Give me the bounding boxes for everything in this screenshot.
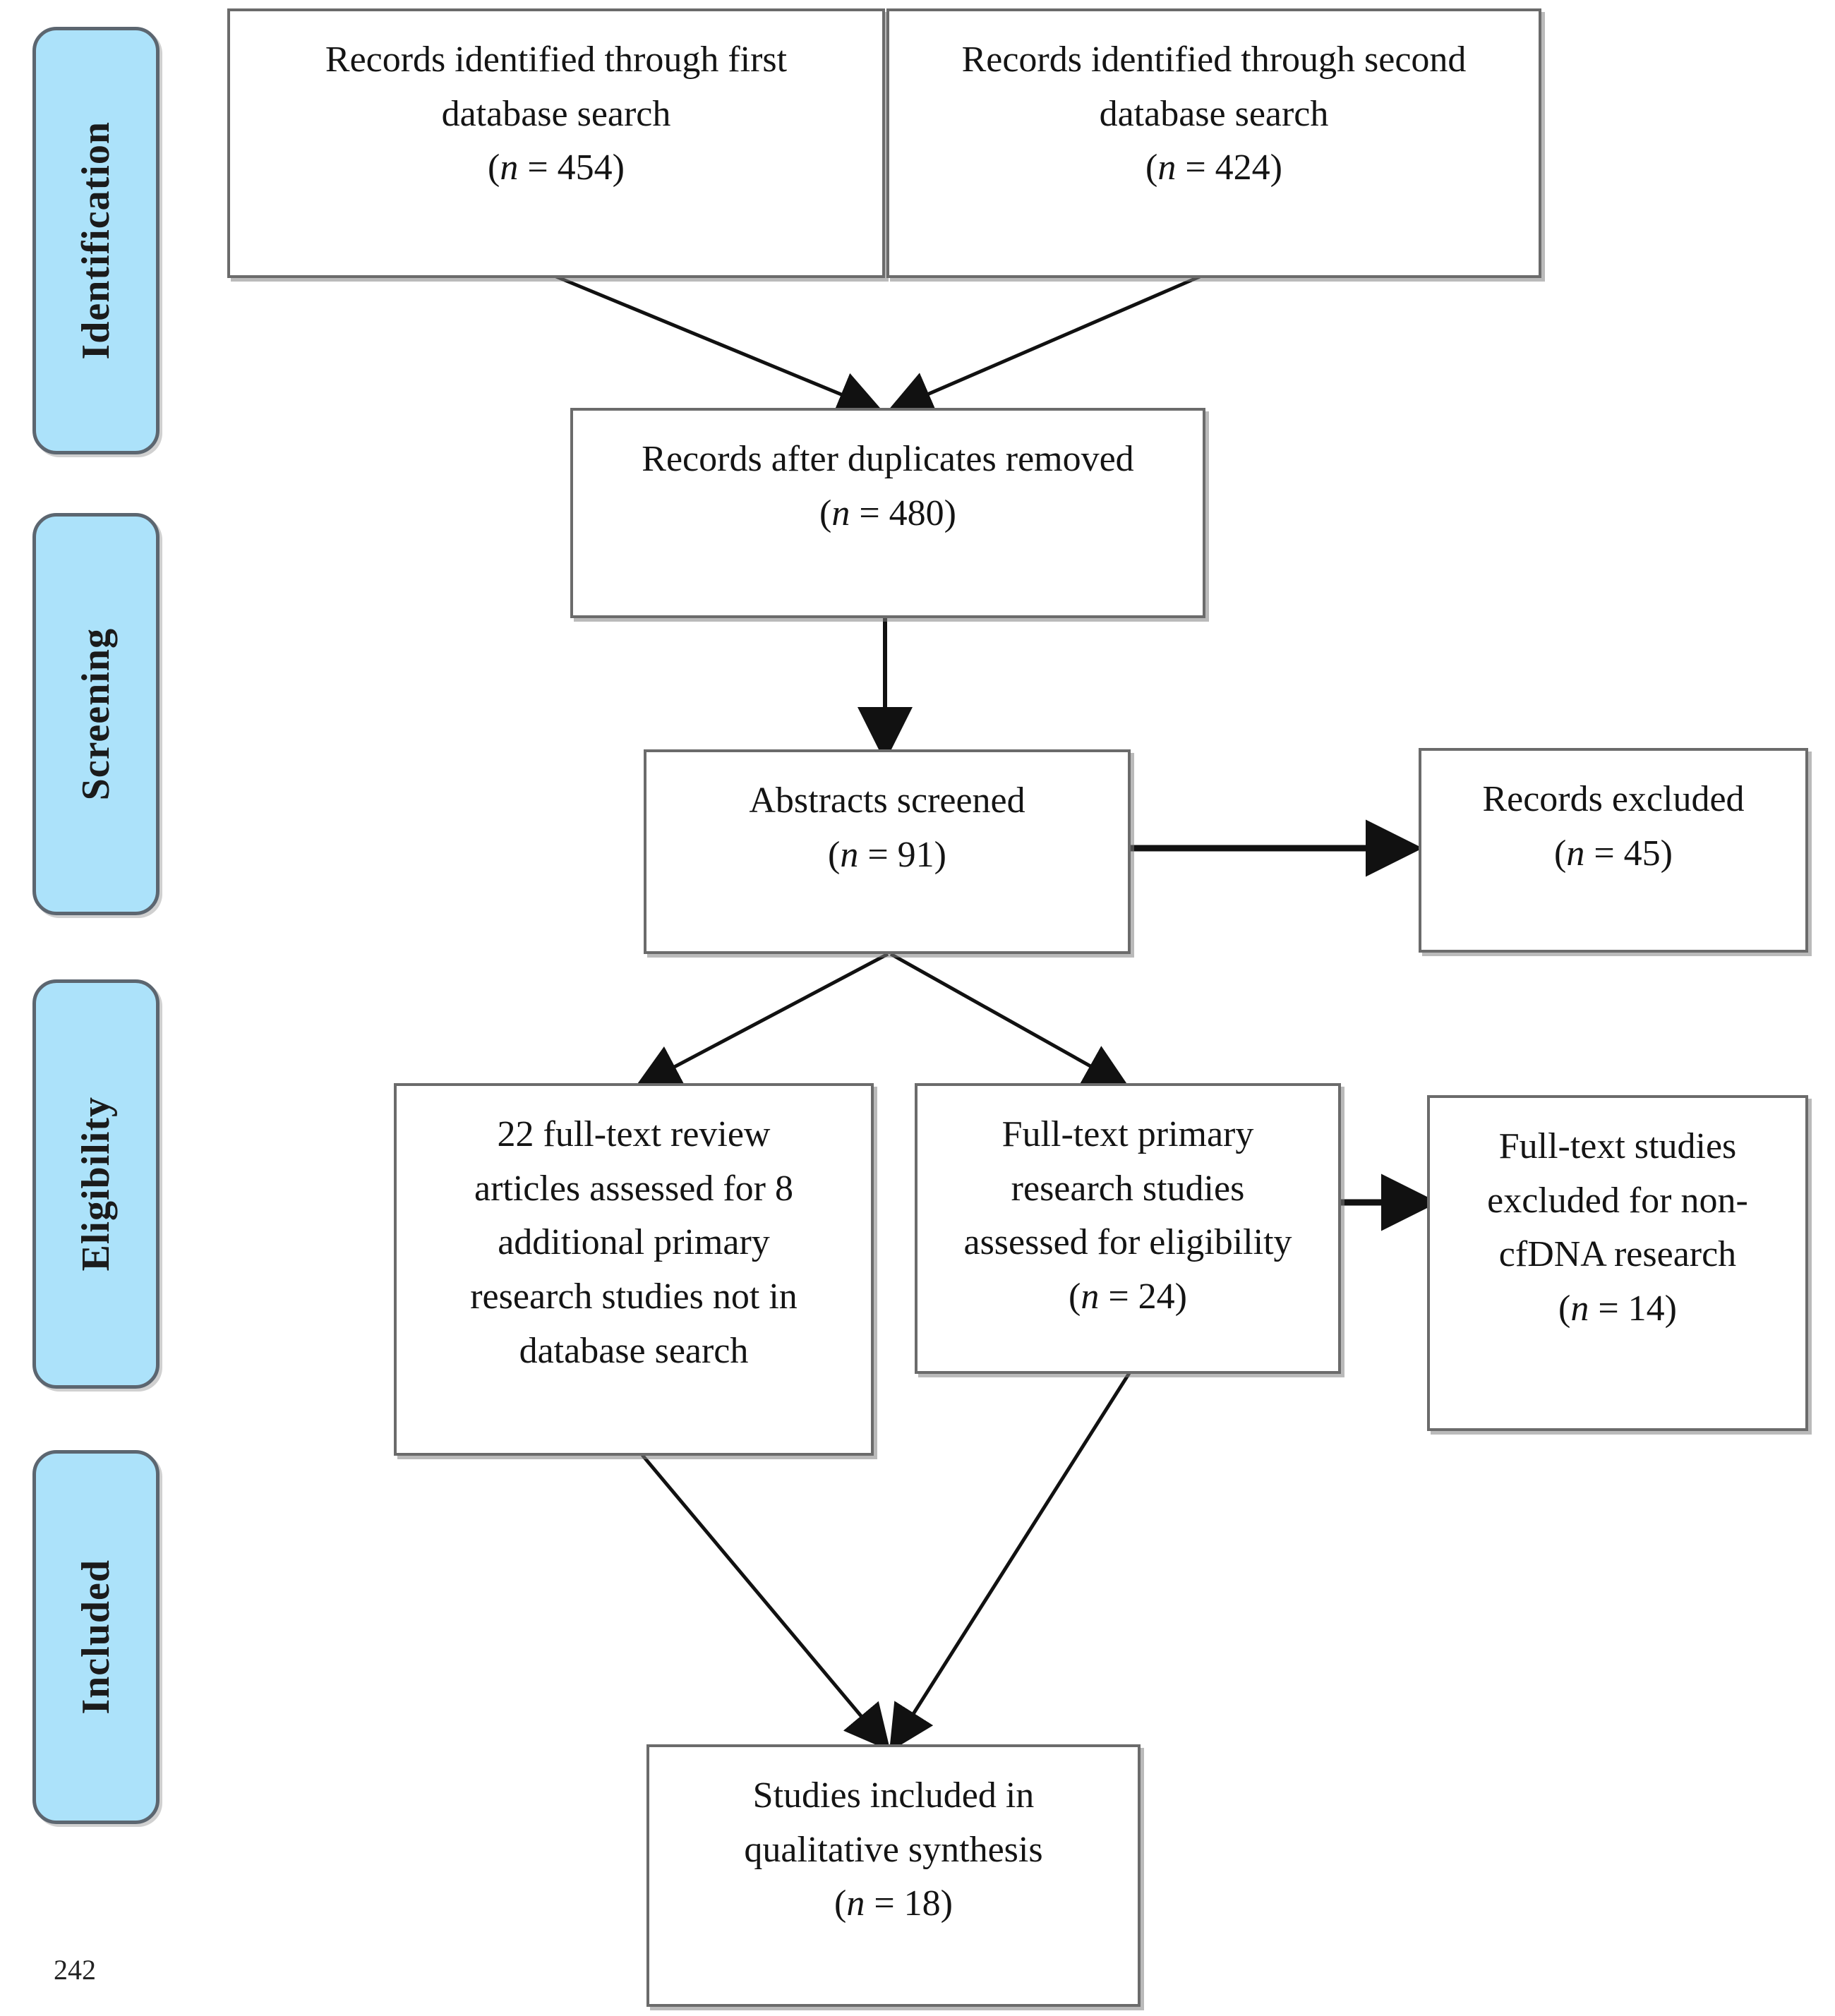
stage-label-screening: Screening: [74, 627, 118, 801]
connector-abstracts-to-review-articles: [634, 952, 889, 1089]
stage-pill-included: Included: [32, 1450, 160, 1824]
box-review-articles-line5: database search: [519, 1330, 749, 1371]
box-records-excluded-text: Records excluded (n = 45): [1472, 775, 1754, 879]
box-review-articles-line3: additional primary: [498, 1222, 770, 1263]
box-second-database-search: Records identified through second databa…: [886, 8, 1541, 278]
box-review-articles-line4: research studies not in: [470, 1276, 798, 1317]
box-studies-included-line1: Studies included in: [752, 1775, 1035, 1816]
connector-second-to-duplicates: [886, 274, 1201, 415]
box-first-database-search: Records identified through first databas…: [227, 8, 885, 278]
box-review-articles-line1: 22 full-text review: [497, 1114, 771, 1154]
box-fulltext-primary-line1: Full-text primary: [1001, 1114, 1254, 1154]
box-abstracts-screened: Abstracts screened (n = 91): [644, 749, 1131, 954]
connector-abstracts-to-fulltext-primary: [889, 952, 1131, 1089]
box-first-database-search-line2: database search: [441, 93, 671, 134]
stage-label-included: Included: [74, 1559, 118, 1715]
box-fulltext-excluded-count: (n = 14): [1558, 1288, 1677, 1329]
box-duplicates-count: (n = 480): [819, 493, 956, 533]
box-records-excluded-line1: Records excluded: [1482, 779, 1745, 819]
box-records-after-duplicates-removed-text: Records after duplicates removed (n = 48…: [632, 435, 1143, 538]
box-second-database-search-text: Records identified through second databa…: [952, 35, 1476, 193]
page-number: 242: [54, 1954, 96, 1986]
box-fulltext-primary-research: Full-text primary research studies asses…: [915, 1083, 1341, 1374]
box-studies-included: Studies included in qualitative synthesi…: [646, 1744, 1141, 2007]
box-fulltext-primary-research-text: Full-text primary research studies asses…: [953, 1110, 1301, 1322]
box-fulltext-primary-line2: research studies: [1011, 1168, 1245, 1209]
box-studies-included-line2: qualitative synthesis: [744, 1829, 1043, 1870]
box-fulltext-studies-excluded-text: Full-text studies excluded for non- cfDN…: [1477, 1122, 1758, 1334]
box-studies-included-count: (n = 18): [834, 1883, 953, 1924]
box-abstracts-screened-text: Abstracts screened (n = 91): [739, 776, 1035, 880]
stage-pill-screening: Screening: [32, 513, 160, 915]
box-fulltext-excluded-line1: Full-text studies: [1498, 1126, 1737, 1166]
stage-pill-identification: Identification: [32, 27, 160, 454]
box-fulltext-studies-excluded: Full-text studies excluded for non- cfDN…: [1427, 1095, 1808, 1431]
box-records-after-duplicates-removed: Records after duplicates removed (n = 48…: [570, 408, 1205, 618]
box-fulltext-excluded-line2: excluded for non-: [1487, 1180, 1748, 1221]
box-fulltext-primary-count: (n = 24): [1069, 1276, 1187, 1317]
connector-review-to-included: [641, 1454, 891, 1751]
box-review-articles: 22 full-text review articles assessed fo…: [394, 1083, 874, 1456]
connector-first-to-duplicates: [555, 274, 884, 416]
stage-label-identification: Identification: [74, 121, 118, 360]
box-review-articles-line2: articles assessed for 8: [474, 1168, 793, 1209]
box-second-database-search-count: (n = 424): [1145, 147, 1282, 188]
box-first-database-search-text: Records identified through first databas…: [315, 35, 797, 193]
box-first-database-search-line1: Records identified through first: [325, 40, 788, 80]
box-review-articles-text: 22 full-text review articles assessed fo…: [460, 1110, 807, 1377]
connector-primary-to-included: [889, 1372, 1131, 1752]
box-records-excluded-count: (n = 45): [1554, 833, 1673, 874]
stage-pill-eligibility: Eligibility: [32, 979, 160, 1389]
box-records-excluded: Records excluded (n = 45): [1419, 748, 1808, 953]
box-abstracts-screened-count: (n = 91): [828, 834, 946, 875]
box-first-database-search-count: (n = 454): [488, 147, 625, 188]
box-fulltext-primary-line3: assessed for eligibility: [963, 1222, 1292, 1263]
box-duplicates-line1: Records after duplicates removed: [642, 439, 1134, 479]
box-studies-included-text: Studies included in qualitative synthesi…: [734, 1771, 1052, 1929]
stage-label-eligibility: Eligibility: [74, 1097, 118, 1272]
box-second-database-search-line1: Records identified through second: [961, 40, 1467, 80]
box-second-database-search-line2: database search: [1099, 93, 1329, 134]
box-fulltext-excluded-line3: cfDNA research: [1498, 1234, 1737, 1275]
box-abstracts-screened-line1: Abstracts screened: [749, 780, 1025, 821]
